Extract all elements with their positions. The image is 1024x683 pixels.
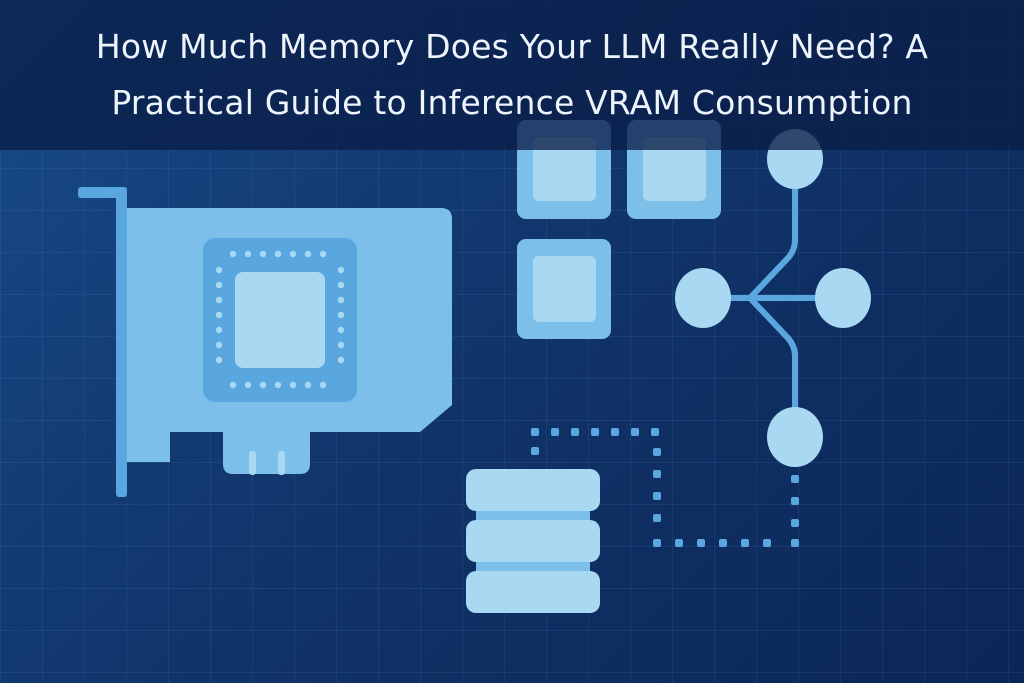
page-title: How Much Memory Does Your LLM Really Nee… <box>32 19 992 131</box>
title-banner: How Much Memory Does Your LLM Really Nee… <box>0 0 1024 150</box>
title-line-2: Practical Guide to Inference VRAM Consum… <box>111 83 913 122</box>
network-node-icon <box>675 129 871 467</box>
gpu-card-icon <box>78 187 452 497</box>
dotted-connector-icon <box>531 428 799 547</box>
title-line-1: How Much Memory Does Your LLM Really Nee… <box>95 27 929 66</box>
database-icon <box>466 469 600 613</box>
